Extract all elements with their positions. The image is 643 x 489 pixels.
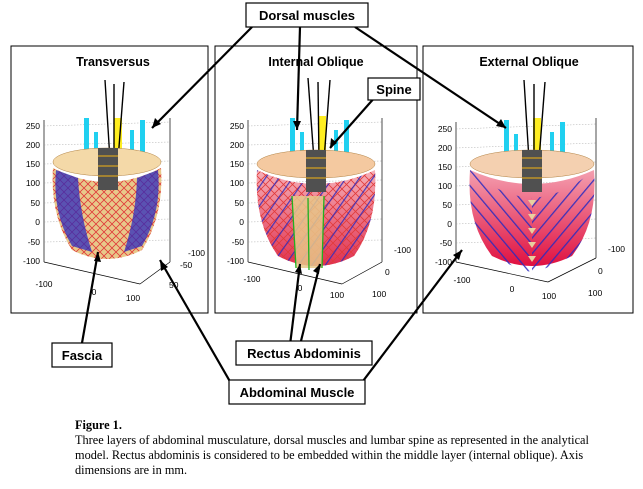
callout-dorsal-muscles: Dorsal muscles: [245, 2, 369, 28]
z-tick: 150: [230, 159, 244, 169]
z-tick: -50: [440, 238, 453, 248]
z-tick: 250: [26, 121, 40, 131]
z-tick: 200: [438, 143, 452, 153]
figure-caption: Figure 1. Three layers of abdominal musc…: [75, 418, 615, 478]
callout-label: Rectus Abdominis: [247, 346, 361, 361]
z-tick: 50: [443, 200, 453, 210]
y-tick: 100: [372, 289, 386, 299]
callout-label: Abdominal Muscle: [240, 385, 355, 400]
callout-spine: Spine: [367, 77, 421, 101]
x-tick: 0: [510, 284, 515, 294]
callout-abdominal-muscle: Abdominal Muscle: [228, 379, 366, 405]
y-tick: -100: [394, 245, 411, 255]
callout-arrows: [80, 26, 507, 386]
z-tick: 250: [438, 124, 452, 134]
y-tick: -100: [608, 244, 625, 254]
z-tick: 200: [230, 140, 244, 150]
x-tick: -100: [35, 279, 52, 289]
z-tick: 0: [447, 219, 452, 229]
panel-transversus: Transversus 250 200 150 100 50 0 -50 -10…: [10, 45, 209, 314]
abdominal-ring-transversus: [52, 147, 162, 259]
z-tick: 250: [230, 121, 244, 131]
z-tick: -100: [435, 257, 452, 267]
x-tick: -100: [243, 274, 260, 284]
y-tick: -50: [180, 260, 193, 270]
panel-title: Transversus: [76, 55, 150, 69]
callout-rectus-abdominis: Rectus Abdominis: [235, 340, 373, 366]
y-tick: 100: [588, 288, 602, 298]
x-tick: 100: [542, 291, 556, 301]
z-tick: 100: [230, 178, 244, 188]
z-tick: 0: [239, 217, 244, 227]
y-tick: -100: [188, 248, 205, 258]
callout-label: Dorsal muscles: [259, 8, 355, 23]
z-tick: 150: [26, 159, 40, 169]
z-tick: 0: [35, 217, 40, 227]
caption-title: Figure 1.: [75, 418, 122, 432]
abdominal-ring-external-oblique: [469, 149, 595, 272]
x-tick: -100: [453, 275, 470, 285]
z-tick: -50: [28, 237, 41, 247]
z-tick: -100: [227, 256, 244, 266]
panel-title: Internal Oblique: [268, 55, 363, 69]
y-tick: 0: [598, 266, 603, 276]
callout-fascia: Fascia: [51, 342, 113, 368]
callout-label: Fascia: [62, 348, 103, 363]
z-tick: 200: [26, 140, 40, 150]
caption-body: Three layers of abdominal musculature, d…: [75, 433, 589, 477]
z-tick: -100: [23, 256, 40, 266]
x-tick: 100: [126, 293, 140, 303]
z-tick: 100: [438, 181, 452, 191]
y-tick: 0: [385, 267, 390, 277]
z-tick: 150: [438, 162, 452, 172]
panel-title: External Oblique: [479, 55, 578, 69]
callout-label: Spine: [376, 82, 411, 97]
x-tick: 0: [298, 283, 303, 293]
z-tick: 50: [31, 198, 41, 208]
z-tick: 50: [235, 198, 245, 208]
x-tick: 0: [92, 287, 97, 297]
panel-external-oblique: External Oblique 250 200 150 100 50 0 -5…: [422, 45, 634, 314]
x-tick: 100: [330, 290, 344, 300]
arrowheads: [94, 118, 506, 274]
abdominal-ring-internal-oblique: [256, 149, 376, 271]
z-tick: 100: [26, 178, 40, 188]
figure-illustration: Transversus 250 200 150 100 50 0 -50 -10…: [10, 2, 634, 405]
z-tick: -50: [232, 237, 245, 247]
